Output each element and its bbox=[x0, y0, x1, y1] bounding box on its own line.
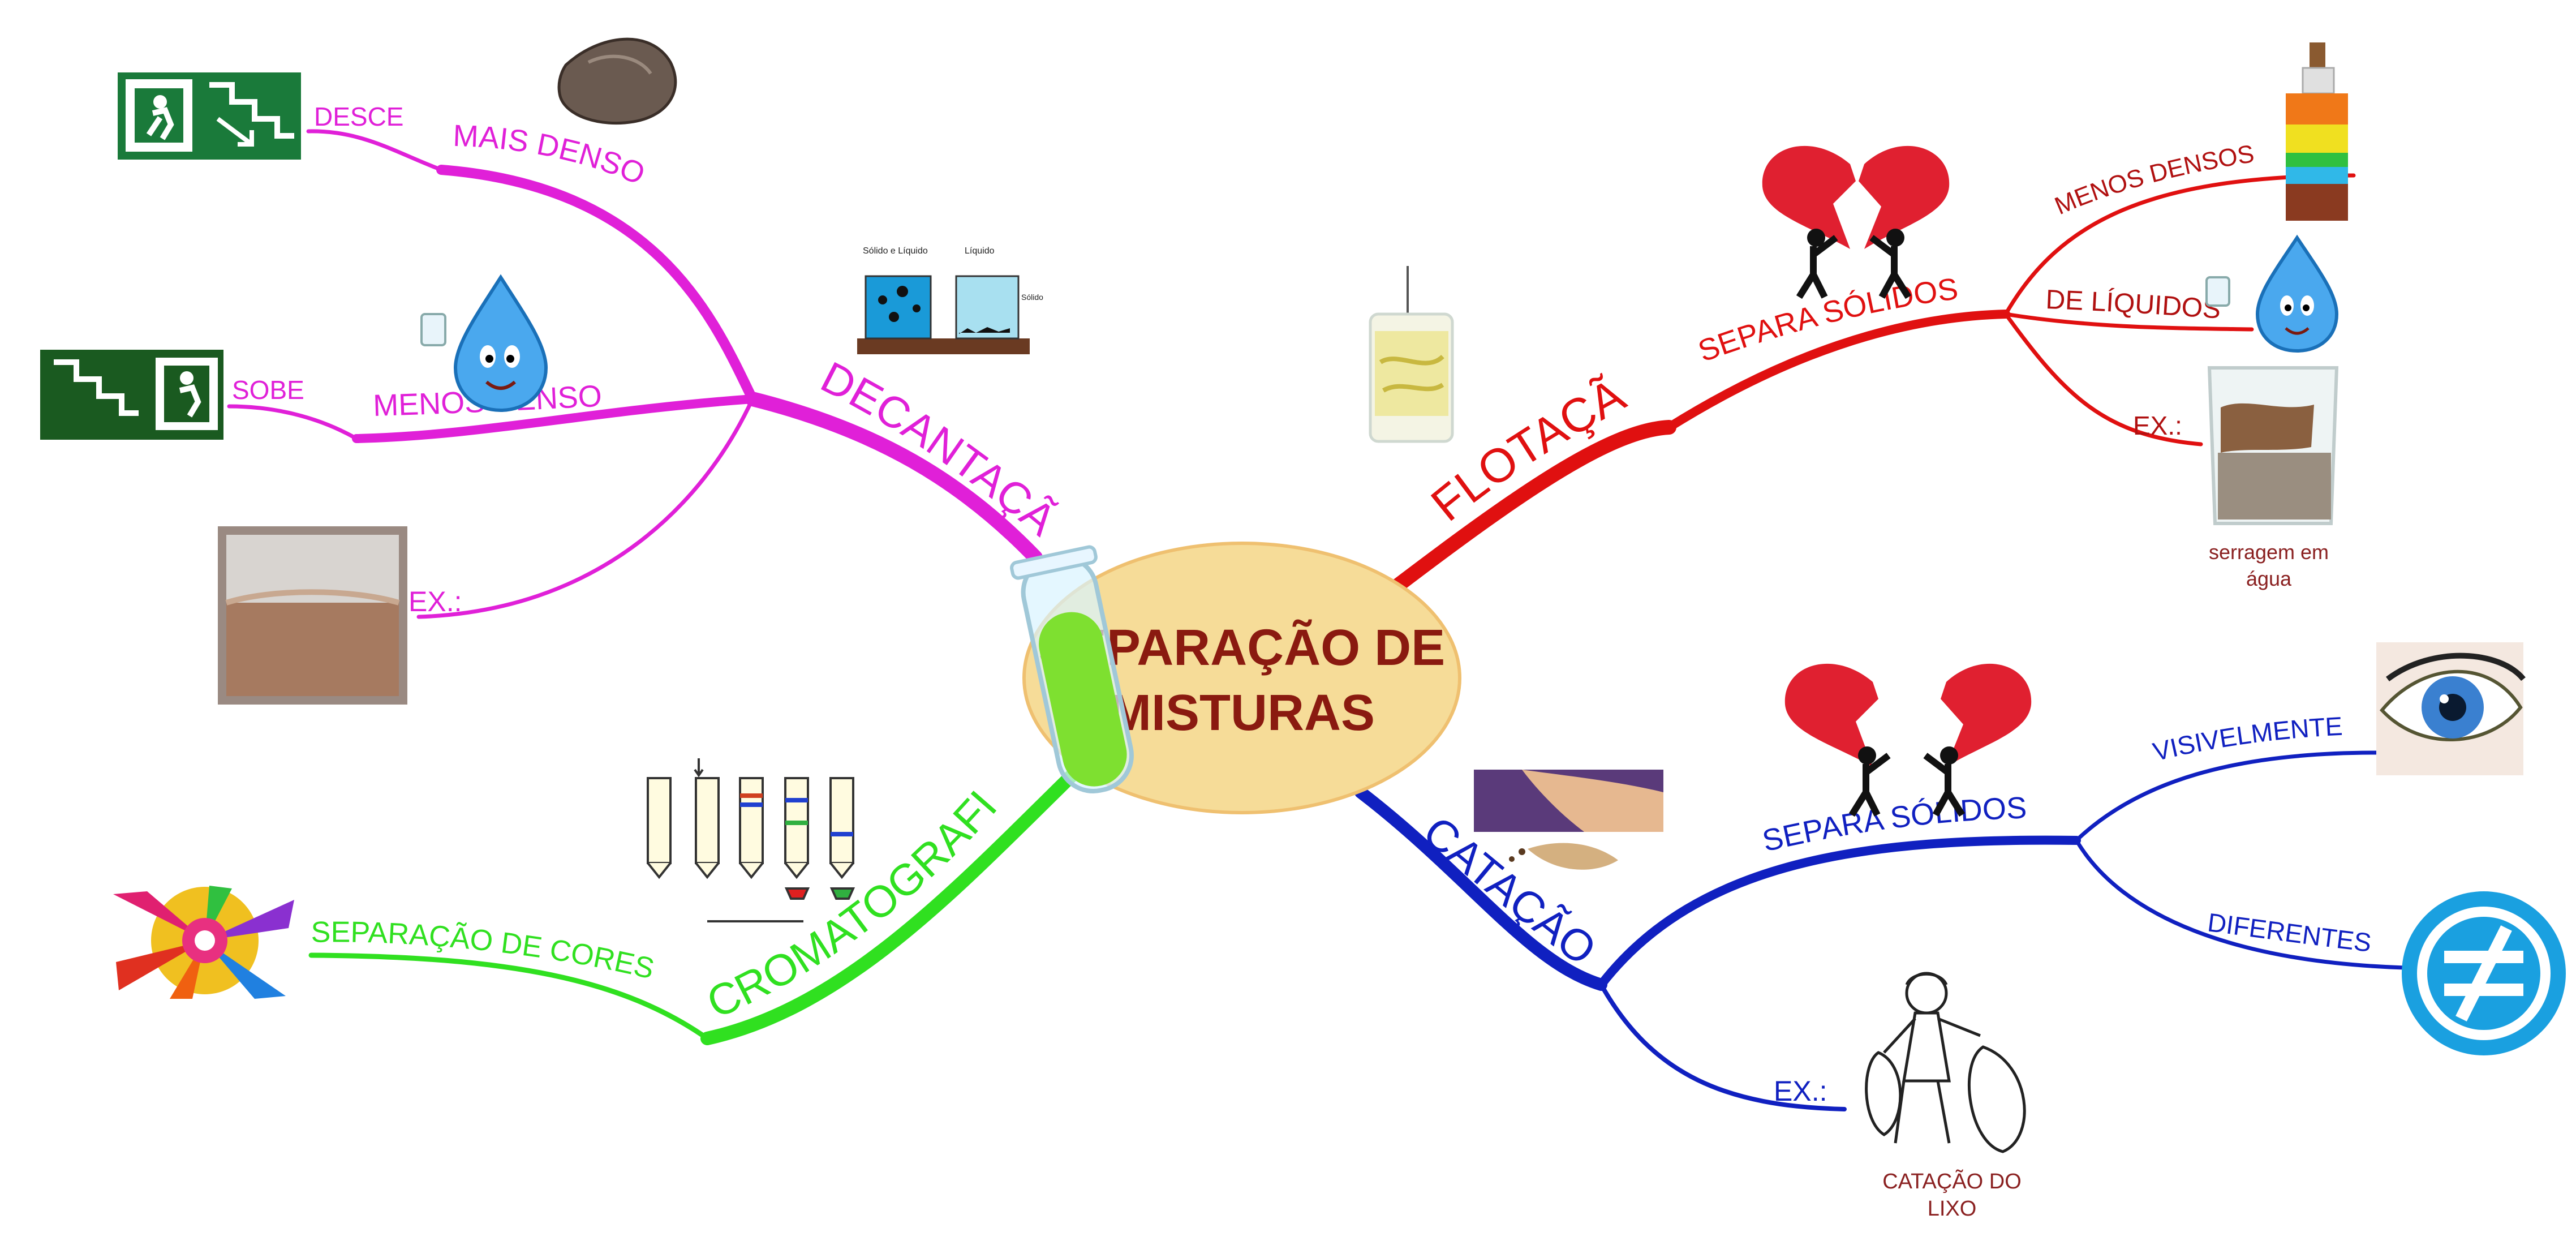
flotacao-ex-branch bbox=[2003, 312, 2203, 447]
hand-picking-photo bbox=[1474, 770, 1663, 870]
lixo-caption-line1: CATAÇÃO DO bbox=[1882, 1169, 2022, 1194]
decantacao-ex-branch bbox=[416, 397, 755, 619]
de-liquidos-label: DE LÍQUIDOS bbox=[2045, 285, 2222, 325]
decantacao-menos-branch bbox=[352, 394, 757, 443]
serragem-caption-line2: água bbox=[2246, 567, 2292, 590]
test-tube-icon bbox=[1010, 545, 1134, 793]
layered-liquid-bottle-icon bbox=[2286, 42, 2348, 221]
eye-icon bbox=[2376, 642, 2526, 775]
flotacao-menos-densos-branch bbox=[2003, 173, 2356, 316]
water-drop-mascot-right-icon bbox=[2205, 234, 2339, 353]
beaker-label-right: Líquido bbox=[965, 246, 995, 256]
chromatography-columns-diagram bbox=[647, 758, 855, 922]
decantacao-mais-branch bbox=[436, 165, 758, 404]
flotacao-labels: FLOTAÇÃO SEPARA SÓLIDOS MENOS DENSOS DE … bbox=[0, 0, 2329, 590]
mais-denso-label: MAIS DENSO bbox=[453, 119, 650, 192]
decantation-bottle-photo bbox=[218, 526, 407, 705]
decantacao-main-branch bbox=[745, 392, 1043, 565]
flotacao-de-liquidos-branch bbox=[2003, 312, 2254, 332]
visivelmente-label: VISIVELMENTE bbox=[2150, 711, 2343, 767]
decantacao-desce-branch bbox=[306, 129, 444, 172]
serragem-caption-line1: serragem em bbox=[2209, 540, 2329, 564]
cromatografia-main-branch bbox=[700, 763, 1085, 1045]
catacao-ex-branch bbox=[1599, 982, 1847, 1111]
catacao-ex-label: EX.: bbox=[1774, 1075, 1827, 1107]
flotacao-main-branch bbox=[1390, 420, 1676, 593]
decantacao-ex-label: EX.: bbox=[408, 586, 462, 617]
decantacao-title: DECANTAÇÃ bbox=[814, 352, 1066, 546]
beaker-label-left: Sólido e Líquido bbox=[863, 246, 928, 256]
separacao-cores-label: SEPARAÇÃO DE CORES bbox=[311, 916, 657, 985]
lixo-caption-line2: LIXO bbox=[1928, 1197, 1977, 1221]
flotacao-separa-branch bbox=[1665, 310, 2010, 432]
exit-sign-up-icon bbox=[37, 346, 227, 443]
central-node: SEPARAÇÃO DE MISTURAS bbox=[1010, 542, 1461, 814]
desce-label: DESCE bbox=[314, 102, 403, 131]
central-title-line2: MISTURAS bbox=[1109, 685, 1375, 741]
sawdust-water-beaker-photo bbox=[2207, 366, 2339, 525]
cromatografia-cores-branch bbox=[308, 952, 710, 1041]
catacao-separa-branch bbox=[1597, 835, 2081, 989]
beaker-label-side: Sólido bbox=[1021, 293, 1043, 302]
flotacao-ex-label: EX.: bbox=[2133, 411, 2182, 440]
exit-sign-down-icon bbox=[114, 69, 304, 163]
broken-heart-people-bottom-icon bbox=[1784, 663, 2032, 817]
catacao-visivel-branch bbox=[2074, 750, 2379, 843]
not-equal-icon bbox=[2402, 891, 2566, 1055]
water-drop-mascot-left-icon bbox=[420, 274, 548, 413]
central-ellipse bbox=[1022, 542, 1461, 814]
menos-densos-label: MENOS DENSOS bbox=[2051, 140, 2256, 220]
flotation-jar-photo bbox=[1369, 266, 1454, 443]
branch-lines bbox=[227, 129, 2407, 1111]
diferentes-label: DIFERENTES bbox=[2206, 907, 2373, 957]
color-burst-photo bbox=[110, 883, 300, 999]
trash-collector-icon bbox=[1865, 972, 2026, 1153]
broken-heart-people-top-icon bbox=[1762, 145, 1950, 299]
decantacao-sobe-branch bbox=[227, 404, 359, 441]
catacao-diferentes-branch bbox=[2074, 838, 2407, 970]
catacao-main-branch bbox=[1354, 786, 1607, 991]
decantation-beakers-diagram: Sólido e Líquido Líquido Sólido bbox=[857, 246, 1043, 354]
sobe-label: SOBE bbox=[232, 375, 304, 405]
rock-icon bbox=[557, 37, 677, 125]
